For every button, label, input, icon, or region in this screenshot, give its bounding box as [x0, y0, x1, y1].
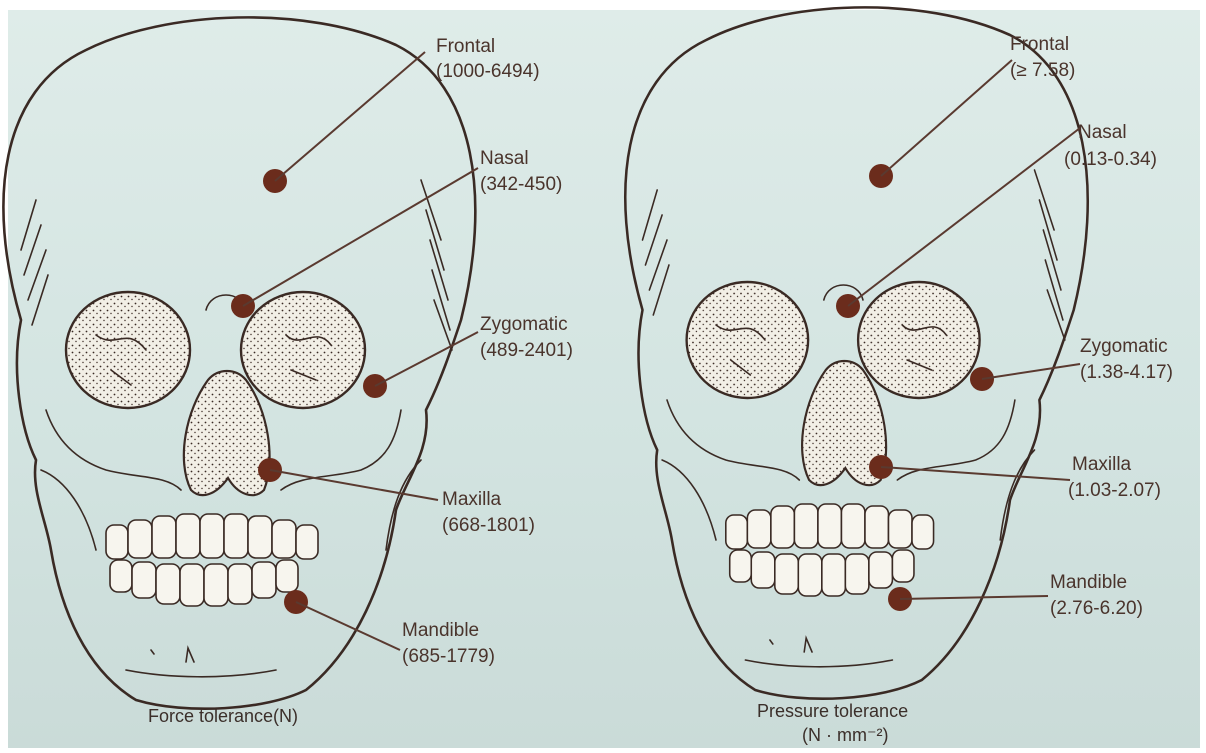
label-zygomatic-name: Zygomatic: [1080, 336, 1168, 357]
label-zygomatic-range: (489-2401): [480, 340, 573, 361]
skull-force: Frontal (1000-6494) Nasal (342-450) Zygo…: [3, 17, 573, 726]
label-maxilla-name: Maxilla: [442, 489, 502, 510]
label-mandible-name: Mandible: [402, 620, 479, 641]
label-zygomatic-name: Zygomatic: [480, 314, 568, 335]
label-frontal-range: (1000-6494): [436, 61, 540, 82]
caption-pressure: Pressure tolerance: [757, 701, 908, 721]
label-frontal-name: Frontal: [436, 36, 495, 57]
label-frontal-range: (≥ 7.58): [1010, 60, 1075, 81]
skull-pressure: Frontal (≥ 7.58) Nasal (0.13-0.34) Zygom…: [625, 7, 1173, 745]
label-frontal-name: Frontal: [1010, 34, 1069, 55]
label-nasal-range: (0.13-0.34): [1064, 149, 1157, 170]
label-nasal-range: (342-450): [480, 174, 562, 195]
label-mandible-name: Mandible: [1050, 572, 1127, 593]
label-nasal-name: Nasal: [1078, 122, 1127, 143]
label-maxilla-range: (1.03-2.07): [1068, 480, 1161, 501]
label-nasal-name: Nasal: [480, 148, 529, 169]
caption-pressure-units: (N · mm⁻²): [802, 725, 888, 745]
caption-force: Force tolerance(N): [148, 706, 298, 726]
label-zygomatic-range: (1.38-4.17): [1080, 362, 1173, 383]
label-maxilla-name: Maxilla: [1072, 454, 1132, 475]
label-maxilla-range: (668-1801): [442, 515, 535, 536]
label-mandible-range: (2.76-6.20): [1050, 598, 1143, 619]
label-mandible-range: (685-1779): [402, 646, 495, 667]
